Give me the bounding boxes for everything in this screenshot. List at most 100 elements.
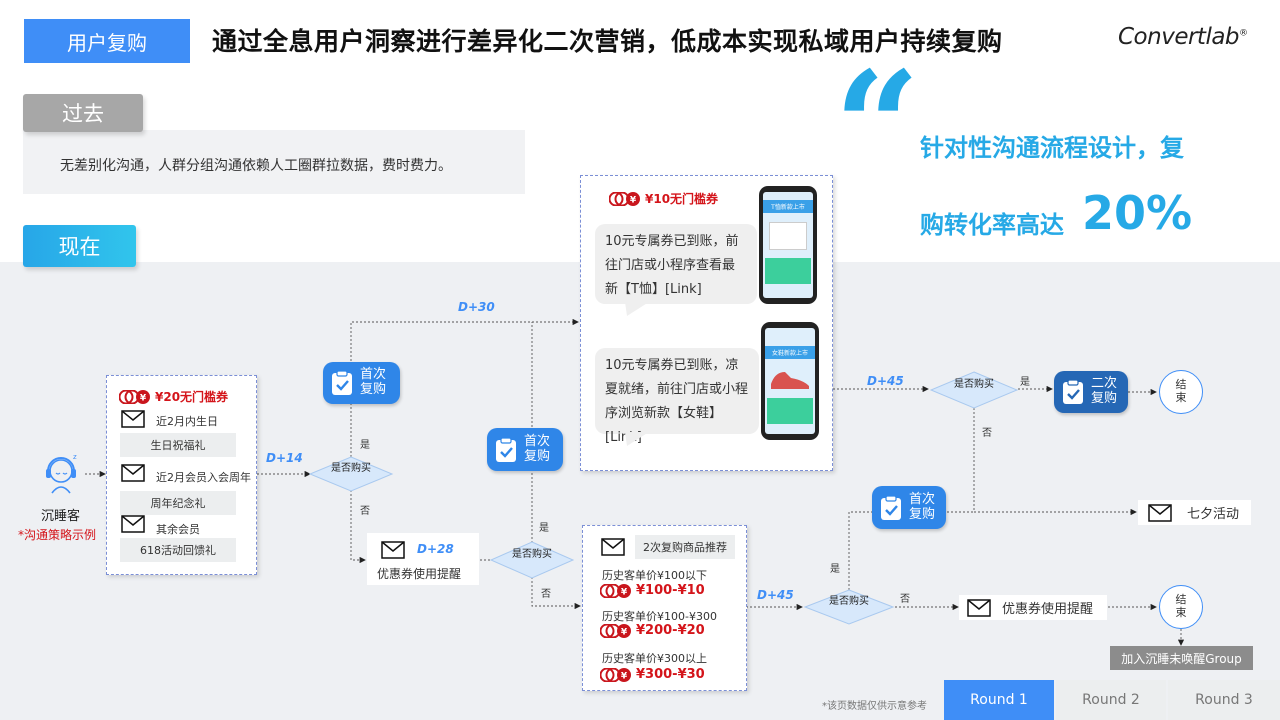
segment-birthday: 近2月内生日: [156, 415, 218, 428]
no-label: 否: [900, 594, 910, 605]
shoe-image: [771, 372, 809, 389]
brand-logo: Convertlab®: [1118, 24, 1248, 50]
message-bubble-shoes: 10元专属券已到账，凉夏就绪，前往门店或小程序浏览新款【女鞋】[Link]: [595, 348, 759, 445]
tab-round-3[interactable]: Round 3: [1168, 680, 1280, 720]
highlight-line-2: 购转化率高达: [920, 211, 1064, 239]
tab-round-1[interactable]: Round 1: [944, 680, 1054, 720]
qixi-activity-box: 七夕活动: [1138, 500, 1251, 525]
envelope-icon: [1148, 503, 1172, 522]
decision-label-1: 是否购买: [331, 463, 371, 474]
section-tag-label: 用户复购: [67, 30, 147, 55]
tier-coupon-3: ¥ ¥300-¥30: [600, 667, 705, 682]
badge-first-repurchase: 首次复购: [323, 362, 400, 404]
brand-logo-mark: ®: [1239, 28, 1248, 39]
tier-label-3: 历史客单价¥300以上: [602, 652, 707, 665]
no-label: 否: [541, 589, 551, 600]
envelope-icon: [121, 410, 145, 428]
coupon-reminder-label: 优惠券使用提醒: [377, 567, 462, 581]
end-label: 结束: [1175, 378, 1187, 404]
badge-first-repurchase: 首次复购: [872, 486, 946, 529]
data-disclaimer: *该页数据仅供示意参考: [822, 701, 927, 712]
coupon-icon: ¥: [600, 667, 631, 682]
tab-round-2[interactable]: Round 2: [1056, 680, 1166, 720]
yes-label: 是: [830, 564, 840, 575]
decision-label-3: 是否购买: [954, 379, 994, 390]
quote-mark-icon: “: [834, 39, 921, 215]
phone-mockup-tshirt: T恤新款上市: [759, 186, 817, 304]
highlight-line-1: 针对性沟通流程设计，复: [920, 134, 1184, 162]
yes-label: 是: [539, 523, 549, 534]
envelope-icon: [967, 598, 991, 617]
delay-d45-top: D+45: [867, 374, 904, 388]
clipboard-check-icon: [881, 494, 901, 520]
delay-d30: D+30: [458, 300, 495, 314]
page-headline: 通过全息用户洞察进行差异化二次营销，低成本实现私域用户持续复购: [212, 27, 1003, 56]
segment-anniversary: 近2月会员入会周年: [156, 471, 251, 484]
coupon-icon: ¥: [600, 623, 631, 638]
badge-first-label: 首次复购: [360, 367, 387, 397]
svg-text:¥: ¥: [621, 627, 628, 637]
coupon-reminder-box-2: 优惠券使用提醒: [959, 595, 1107, 620]
dormant-group-box: 加入沉睡未唤醒Group: [1110, 646, 1253, 670]
tier-label-2: 历史客单价¥100-¥300: [602, 610, 717, 623]
no-label: 否: [982, 428, 992, 439]
decision-label-2: 是否购买: [512, 549, 552, 560]
gift-anniversary: 周年纪念礼: [120, 491, 236, 515]
tier-coupon-1-text: ¥100-¥10: [636, 583, 705, 598]
badge-first-label: 首次复购: [909, 491, 936, 522]
past-tag-label: 过去: [62, 102, 104, 126]
coupon-icon: ¥: [600, 583, 631, 598]
now-tag: 现在: [23, 225, 136, 267]
svg-text:z: z: [73, 453, 77, 461]
phone-screen: 女鞋新款上市: [765, 328, 815, 434]
coupon-reminder-2-label: 优惠券使用提醒: [1002, 602, 1094, 617]
badge-first-repurchase: 首次复购: [487, 428, 563, 471]
bubble-tail: [625, 302, 649, 316]
badge-second-repurchase: 二次复购: [1054, 371, 1128, 413]
qixi-activity-label: 七夕活动: [1187, 507, 1240, 522]
phone-screen-title: T恤新款上市: [763, 200, 813, 213]
envelope-icon: [121, 464, 145, 482]
delay-d45-bottom: D+45: [757, 588, 794, 602]
tier-coupon-3-text: ¥300-¥30: [636, 667, 705, 682]
phone-screen-title: 女鞋新款上市: [765, 346, 815, 359]
envelope-icon: [601, 538, 625, 556]
decision-label-4: 是否购买: [829, 596, 869, 607]
delay-d28: D+28: [417, 542, 454, 556]
gift-birthday: 生日祝福礼: [120, 433, 236, 457]
svg-text:¥: ¥: [140, 393, 147, 403]
svg-text:¥: ¥: [630, 195, 637, 205]
highlight-value: 20%: [1082, 186, 1193, 240]
coupon-reminder-box: D+28 优惠券使用提醒: [367, 533, 479, 585]
coupon-icon: ¥: [119, 389, 150, 404]
message-bubble-tshirt: 10元专属券已到账，前往门店或小程序查看最新【T恤】[Link]: [595, 224, 757, 304]
badge-second-label: 二次复购: [1091, 376, 1118, 406]
envelope-icon: [381, 541, 405, 559]
now-tag-label: 现在: [58, 235, 101, 259]
targeted-message-card: ¥ ¥10无门槛券 10元专属券已到账，前往门店或小程序查看最新【T恤】[Lin…: [580, 175, 833, 471]
section-tag-repurchase: 用户复购: [24, 19, 190, 63]
gift-618: 618活动回馈礼: [120, 538, 236, 562]
no-label: 否: [360, 506, 370, 517]
coupon-10-text: ¥10无门槛券: [645, 192, 719, 206]
end-label: 结束: [1175, 593, 1187, 619]
past-description-box: [23, 130, 525, 194]
svg-text:¥: ¥: [621, 671, 628, 681]
coupon-10-label: ¥ ¥10无门槛券: [609, 190, 718, 207]
clipboard-check-icon: [496, 436, 516, 462]
start-note: *沟通策略示例: [18, 528, 97, 542]
yes-label: 是: [1020, 377, 1030, 388]
sleeping-customer-icon: z: [46, 453, 77, 494]
coupon-icon: ¥: [609, 191, 640, 206]
promo-banner: [767, 398, 813, 424]
clipboard-check-icon: [332, 370, 352, 395]
phone-screen: T恤新款上市: [763, 192, 813, 298]
badge-first-label: 首次复购: [524, 433, 551, 464]
decision-diamond-3: [929, 371, 1019, 409]
end-node: 结束: [1159, 370, 1203, 414]
past-description: 无差别化沟通，人群分组沟通依赖人工圈群拉数据，费时费力。: [60, 158, 452, 174]
tier-coupon-2-text: ¥200-¥20: [636, 623, 705, 638]
clipboard-check-icon: [1063, 379, 1083, 404]
past-tag: 过去: [23, 94, 143, 132]
